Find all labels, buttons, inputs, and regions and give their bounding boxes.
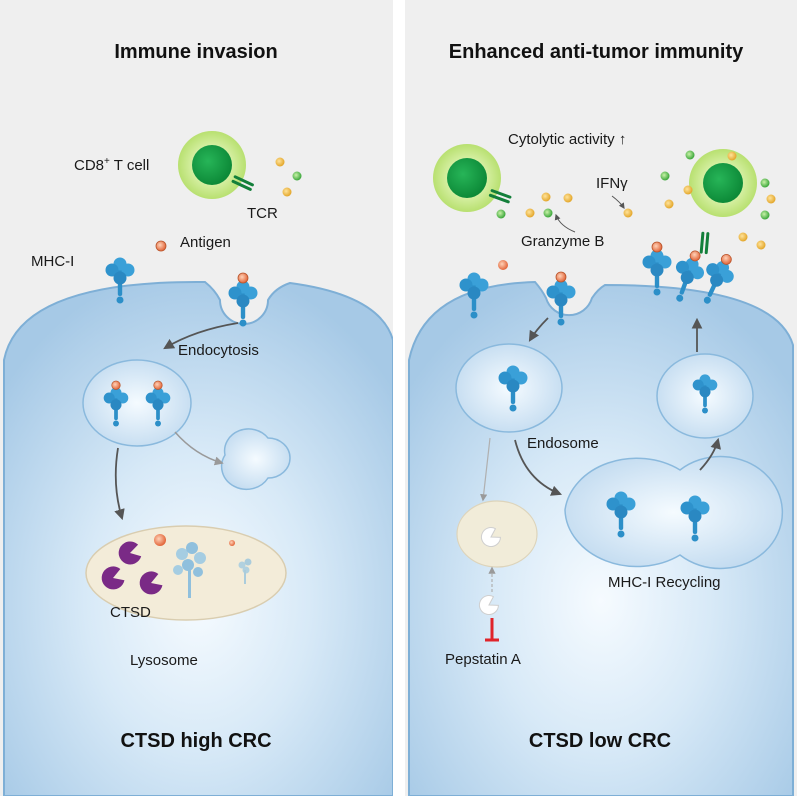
endocytosis-label: Endocytosis (178, 342, 259, 359)
ifn-dot (292, 171, 302, 181)
left-small-vesicle (220, 428, 291, 491)
granzyme-label: Granzyme B (521, 233, 604, 250)
to-lysosome-arrow (114, 447, 125, 521)
granzyme-dot (282, 187, 292, 197)
left-endosome (82, 359, 192, 447)
mhc-i-label: MHC-I (31, 253, 74, 270)
ifn-label: IFNγ (596, 175, 628, 192)
right-t-cell-left (433, 144, 501, 212)
ifn-pointer (611, 195, 625, 209)
lysosome-label: Lysosome (130, 652, 198, 669)
inhibition-bar (485, 618, 499, 642)
cytokine-dots (496, 150, 776, 270)
ctsd-label: CTSD (110, 604, 151, 621)
to-recycling-arrow (514, 439, 563, 496)
granzyme-pointer (554, 213, 576, 233)
recycling-out-arrow (699, 437, 721, 471)
inhibited-lysosome (456, 500, 538, 568)
recycling-label: MHC-I Recycling (608, 574, 721, 591)
antigen-label: Antigen (180, 234, 231, 251)
antigen-dot (155, 240, 167, 252)
right-bottom-label: CTSD low CRC (529, 730, 671, 752)
degraded-mhc-icon (173, 542, 206, 598)
degraded-mhc-icon (238, 558, 252, 584)
right-panel: Enhanced anti-tumor immunity Cytolytic a… (405, 0, 797, 796)
right-title: Enhanced anti-tumor immunity (449, 41, 744, 63)
lysosome (85, 525, 287, 621)
blocked-arrow (480, 437, 491, 502)
left-t-cell (178, 131, 246, 199)
endocytosis-arrow (163, 322, 239, 350)
tcr-label: TCR (247, 205, 278, 222)
left-title: Immune invasion (114, 41, 277, 63)
degraded-antigen (154, 534, 166, 546)
panel-divider (393, 0, 405, 796)
recycling-compartment (564, 455, 784, 570)
degraded-antigen (229, 540, 235, 546)
endosome-label: Endosome (527, 435, 599, 452)
granzyme-dot (275, 157, 285, 167)
pepstatin-label: Pepstatin A (445, 651, 521, 668)
cytolytic-label: Cytolytic activity ↑ (508, 131, 626, 148)
t-cell-label: CD8+ T cell (74, 156, 149, 174)
internalization-arrow (528, 317, 549, 342)
left-bottom-label: CTSD high CRC (120, 730, 271, 752)
right-t-cell-right (689, 149, 757, 217)
vesicle-arrow (174, 431, 224, 466)
left-panel: Immune invasion CD8+ T cell TCR Antigen … (0, 0, 394, 796)
